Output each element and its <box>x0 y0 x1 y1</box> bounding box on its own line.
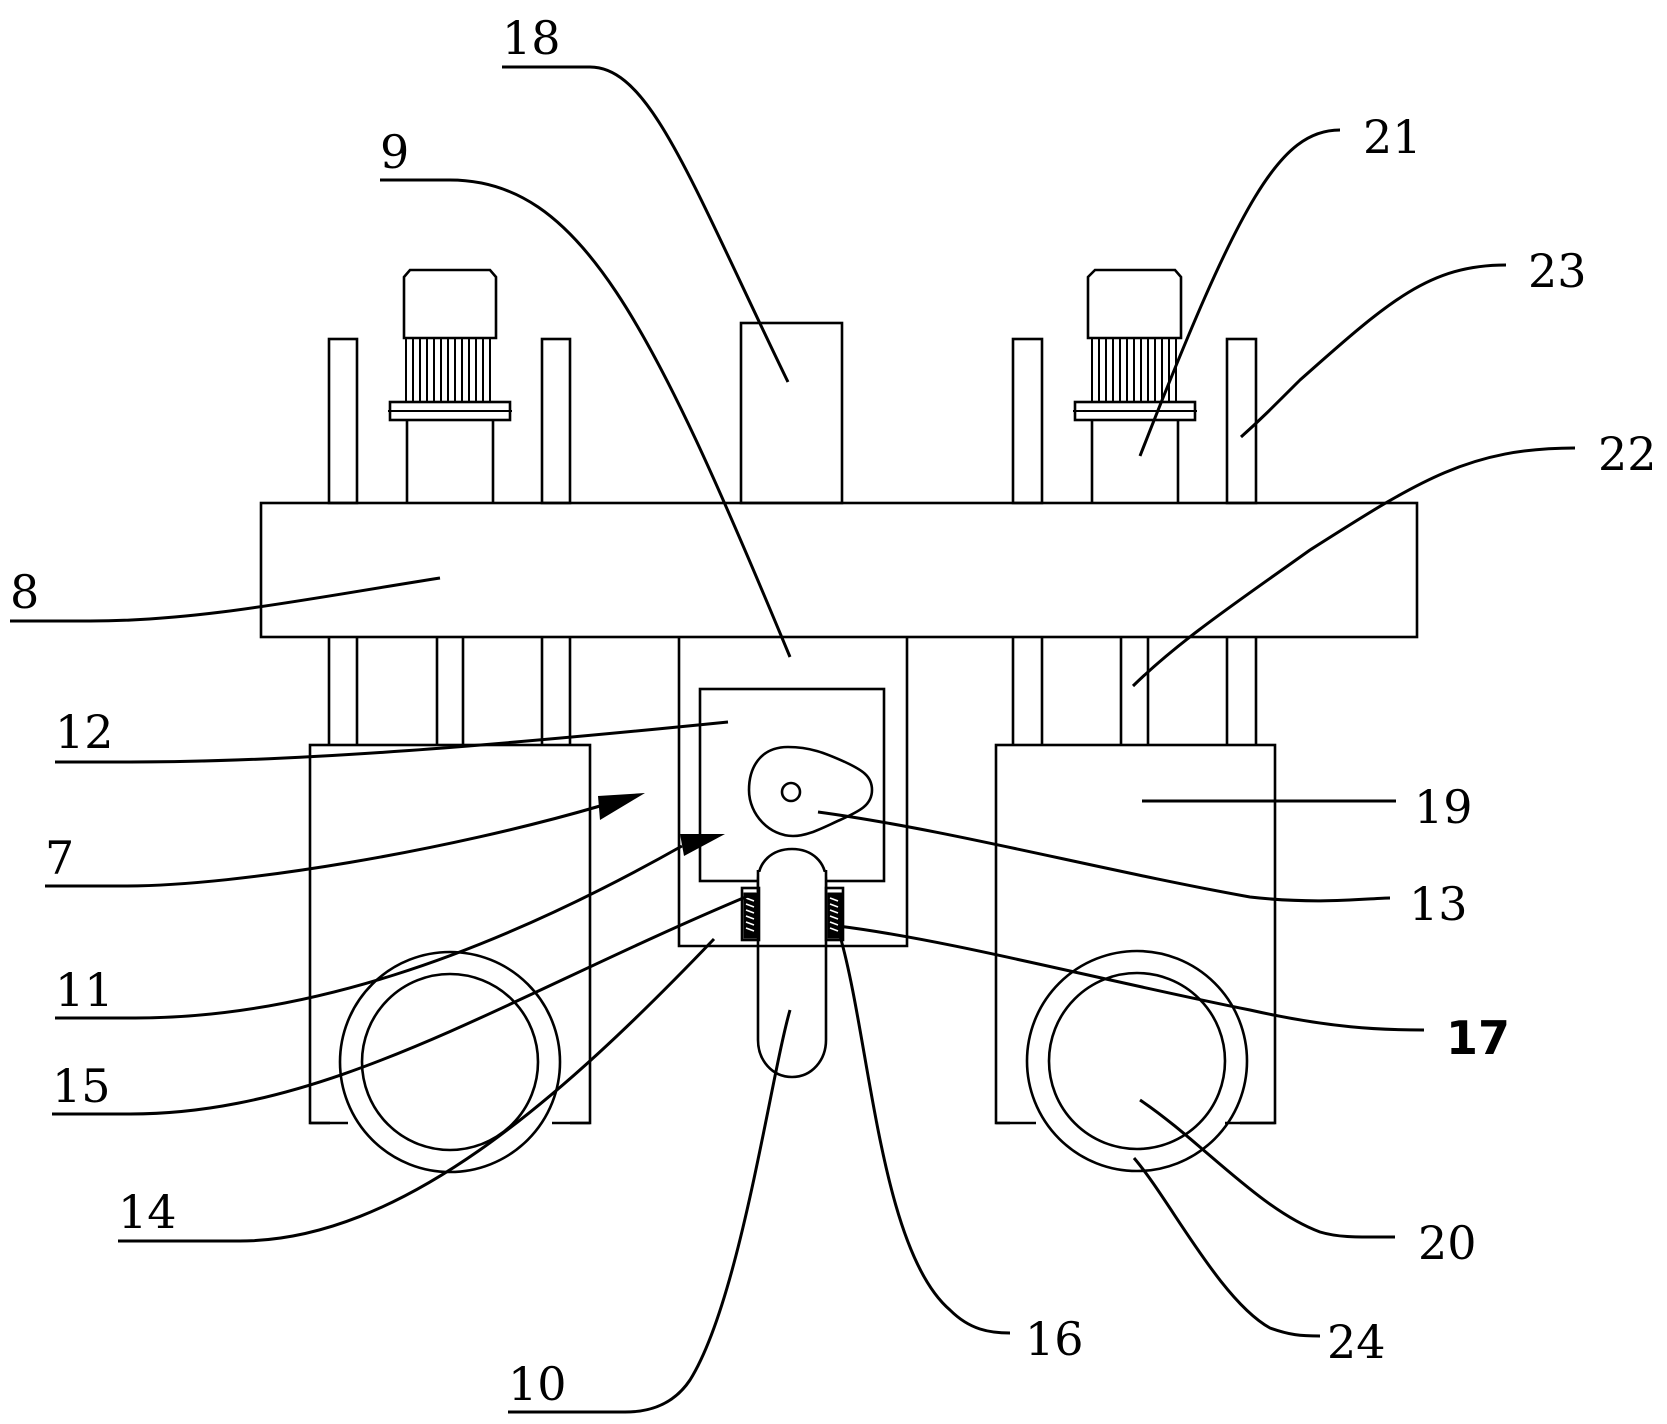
leader-8 <box>10 576 441 623</box>
left-spring <box>740 886 761 942</box>
left-motor-shaft <box>405 420 495 503</box>
leader-13 <box>817 810 1391 903</box>
left-motor-cap <box>402 268 498 340</box>
right-guide-rod-a <box>1011 337 1044 505</box>
label-20: 20 <box>1418 1216 1477 1270</box>
plunger <box>756 847 828 1079</box>
center-post <box>739 321 844 505</box>
left-wheel-outer <box>338 950 562 1174</box>
label-11: 11 <box>55 963 114 1017</box>
right-motor-shaft <box>1090 420 1180 503</box>
label-18: 18 <box>502 11 561 65</box>
leader-12 <box>55 720 729 764</box>
leader-21 <box>1138 128 1341 457</box>
leader-7 <box>45 804 601 888</box>
leader-10 <box>508 1009 792 1414</box>
label-24: 24 <box>1327 1315 1386 1369</box>
arrowhead-7 <box>598 793 645 820</box>
label-15: 15 <box>52 1059 111 1113</box>
label-7: 7 <box>45 831 74 885</box>
leader-9 <box>380 178 792 658</box>
label-8: 8 <box>10 565 39 619</box>
arrowhead-11 <box>680 834 725 856</box>
left-guide-rod-b <box>540 337 572 505</box>
leader-lines <box>10 65 1576 1414</box>
center-housing <box>677 637 909 948</box>
cam-pivot <box>780 781 802 803</box>
label-23: 23 <box>1528 244 1587 298</box>
right-motor-fins <box>1091 338 1177 402</box>
right-motor-cap <box>1086 268 1183 340</box>
leader-22 <box>1131 446 1576 688</box>
label-10: 10 <box>508 1357 567 1411</box>
left-motor-fins <box>405 338 491 402</box>
label-17: 17 <box>1446 1011 1510 1065</box>
crossbeam <box>259 501 1419 639</box>
leader-24 <box>1132 1157 1321 1338</box>
label-22: 22 <box>1598 427 1657 481</box>
left-lower-rods <box>327 637 572 745</box>
reference-numerals: 18 9 21 23 22 8 12 7 19 13 11 17 15 14 2… <box>10 11 1657 1411</box>
left-motor <box>388 268 512 503</box>
leader-11 <box>55 844 683 1020</box>
leader-20 <box>1139 1098 1396 1239</box>
label-12: 12 <box>55 705 114 759</box>
right-motor <box>1073 268 1197 503</box>
label-13: 13 <box>1409 877 1468 931</box>
right-spring <box>824 886 845 942</box>
leader-23 <box>1239 263 1507 439</box>
leader-16 <box>838 935 1011 1335</box>
leader-17 <box>837 924 1425 1032</box>
left-wheel-inner <box>360 972 540 1152</box>
right-lower-rods <box>1011 637 1258 745</box>
label-16: 16 <box>1025 1312 1084 1366</box>
right-wheel-inner <box>1047 971 1227 1151</box>
left-box <box>308 743 592 1125</box>
label-21: 21 <box>1363 110 1422 164</box>
right-wheel-outer <box>1025 949 1249 1173</box>
leader-15 <box>52 894 749 1116</box>
label-14: 14 <box>118 1185 177 1239</box>
leader-14 <box>118 937 716 1243</box>
label-19: 19 <box>1414 780 1473 834</box>
label-9: 9 <box>380 125 409 179</box>
left-guide-rod-a <box>327 337 359 505</box>
right-guide-rod-b <box>1225 337 1258 505</box>
leader-18 <box>502 65 790 383</box>
cam <box>747 745 874 838</box>
cam-frame <box>698 687 886 883</box>
